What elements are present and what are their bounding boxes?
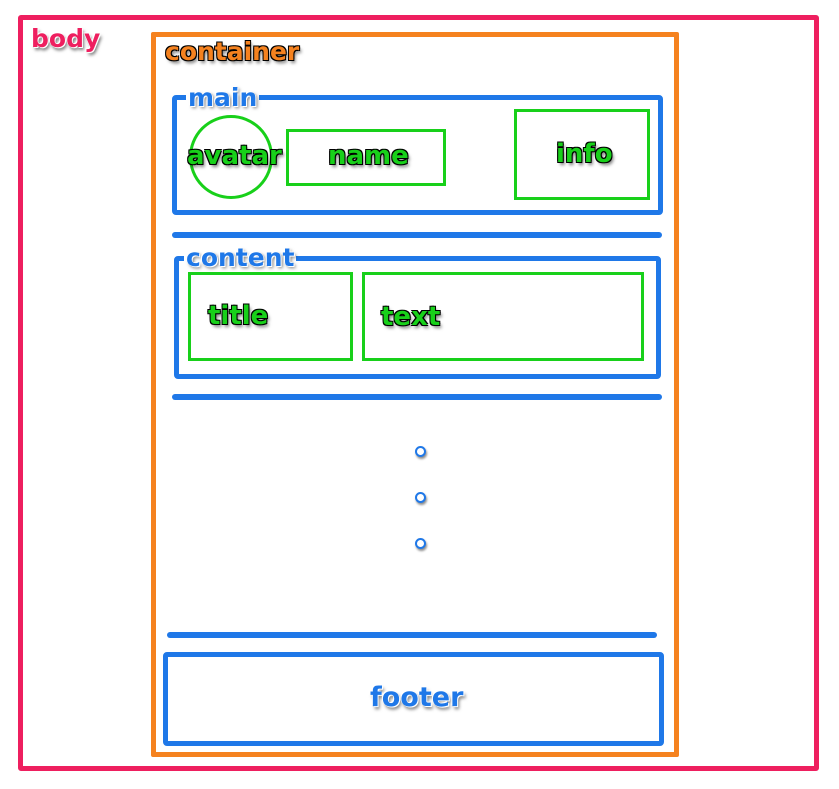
info-label: info — [556, 139, 613, 169]
info-box — [514, 109, 650, 200]
body-region-box — [18, 15, 819, 771]
avatar-label: avatar — [187, 141, 282, 171]
avatar-circle — [189, 115, 273, 199]
footer-label: footer — [370, 682, 464, 713]
title-label: title — [208, 301, 269, 331]
body-label: body — [31, 24, 101, 53]
divider-rule — [167, 632, 657, 638]
ellipsis-dot — [415, 446, 426, 457]
text-label: text — [381, 302, 441, 332]
divider-rule — [172, 232, 662, 238]
content-label: content — [184, 243, 297, 272]
title-box — [188, 272, 353, 361]
name-label: name — [328, 141, 409, 171]
container-label: container — [165, 37, 300, 66]
ellipsis-dot — [415, 492, 426, 503]
container-region-box — [151, 32, 679, 757]
footer-region-box — [163, 652, 664, 746]
content-region-box — [174, 256, 661, 379]
main-label: main — [186, 83, 260, 112]
text-box — [362, 272, 644, 361]
main-region-box — [172, 95, 663, 215]
ellipsis-dot — [415, 538, 426, 549]
name-box — [286, 129, 446, 186]
divider-rule — [172, 394, 662, 400]
